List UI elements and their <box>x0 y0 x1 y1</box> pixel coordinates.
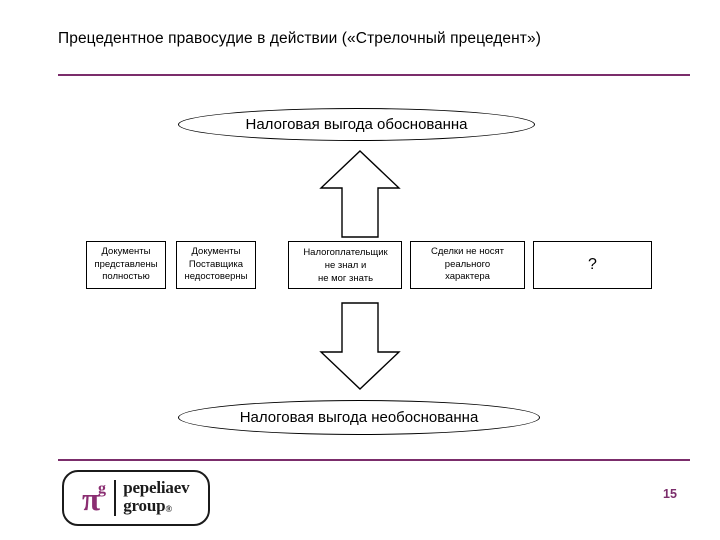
footer-divider <box>58 459 690 461</box>
criteria-box-label: Документы представлены полностью <box>94 246 158 283</box>
criteria-box-unknown: ? <box>533 241 652 289</box>
registered-trademark-icon: ® <box>165 503 172 514</box>
pepeliaev-group-logo: π g pepeliaev group® <box>62 470 210 526</box>
criteria-box-taxpayer-unaware: Налогоплательщик не знал и не мог знать <box>288 241 402 289</box>
logo-divider <box>114 480 117 516</box>
arrow-down-icon <box>316 300 404 397</box>
logo-wordmark-line2: group <box>123 495 166 515</box>
pi-icon: π <box>81 481 101 518</box>
bottom-oval-label: Налоговая выгода необоснованна <box>239 409 479 426</box>
criteria-box-label: ? <box>588 256 597 273</box>
criteria-box-label: Документы Поставщика недостоверны <box>184 246 248 283</box>
logo-superscript-g: g <box>98 480 106 497</box>
top-oval-node: Налоговая выгода обоснованна <box>178 108 535 141</box>
criteria-box-transactions-not-real: Сделки не носят реального характера <box>410 241 525 289</box>
logo-wordmark-line1: pepeliaev <box>123 478 190 497</box>
criteria-box-label: Сделки не носят реального характера <box>431 246 504 283</box>
header-divider <box>58 74 690 76</box>
arrow-up-icon <box>316 148 404 245</box>
page-number: 15 <box>663 487 677 501</box>
logo-mark: π g <box>64 472 114 524</box>
criteria-box-documents-complete: Документы представлены полностью <box>86 241 166 289</box>
page-title: Прецедентное правосудие в действии («Стр… <box>58 30 541 47</box>
logo-wordmark: pepeliaev group® <box>123 479 189 517</box>
criteria-box-label: Налогоплательщик не знал и не мог знать <box>303 246 388 284</box>
criteria-box-supplier-documents-unreliable: Документы Поставщика недостоверны <box>176 241 256 289</box>
top-oval-label: Налоговая выгода обоснованна <box>245 116 468 133</box>
logo-wordmark-line2-wrap: group® <box>123 495 189 518</box>
bottom-oval-node: Налоговая выгода необоснованна <box>178 400 540 435</box>
